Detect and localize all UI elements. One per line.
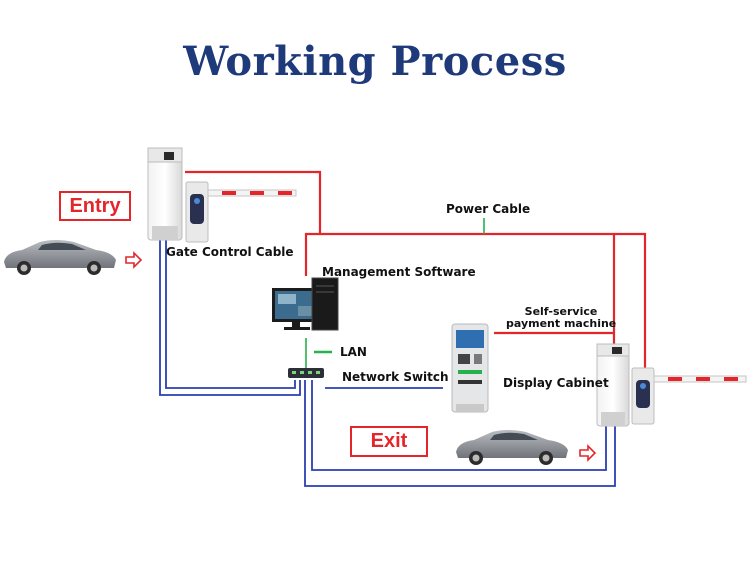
gate-control-cable-1 (159, 240, 301, 396)
payment-kiosk-icon (451, 323, 489, 413)
self-service-label-line1: Self-service (524, 305, 598, 318)
gate-control-cable-label: Gate Control Cable (166, 245, 294, 259)
management-software-label: Management Software (322, 265, 476, 279)
entry-label: Entry (59, 191, 131, 221)
exit-gate-terminal-icon (596, 343, 630, 427)
page-title: Working Process (183, 38, 567, 85)
exit-barrier-gate-icon (631, 367, 747, 425)
display-cabinet-label: Display Cabinet (503, 376, 609, 390)
exit-label: Exit (350, 426, 428, 457)
entry-gate-terminal-icon (147, 147, 183, 241)
network-cable-lines (159, 240, 616, 487)
computer-icon (272, 277, 339, 331)
exit-car-icon (456, 430, 568, 465)
entry-car-icon (4, 240, 116, 275)
gate-control-cable-2 (165, 240, 296, 389)
lan-label: LAN (340, 345, 367, 359)
power-cable-top (185, 170, 322, 234)
entry-arrow-icon (125, 251, 143, 269)
power-cable-lines (185, 170, 647, 370)
entry-barrier-gate-icon (185, 181, 297, 243)
self-service-payment-machine-label: Self-service payment machine (506, 306, 616, 330)
network-switch-icon (288, 368, 324, 378)
network-switch-label: Network Switch (342, 370, 449, 384)
exit-cable-1 (311, 380, 607, 471)
power-cable-main (304, 232, 647, 370)
exit-arrow-icon (579, 444, 597, 462)
power-cable-label: Power Cable (446, 202, 531, 216)
self-service-label-line2: payment machine (506, 317, 617, 330)
exit-cable-2 (304, 380, 616, 487)
